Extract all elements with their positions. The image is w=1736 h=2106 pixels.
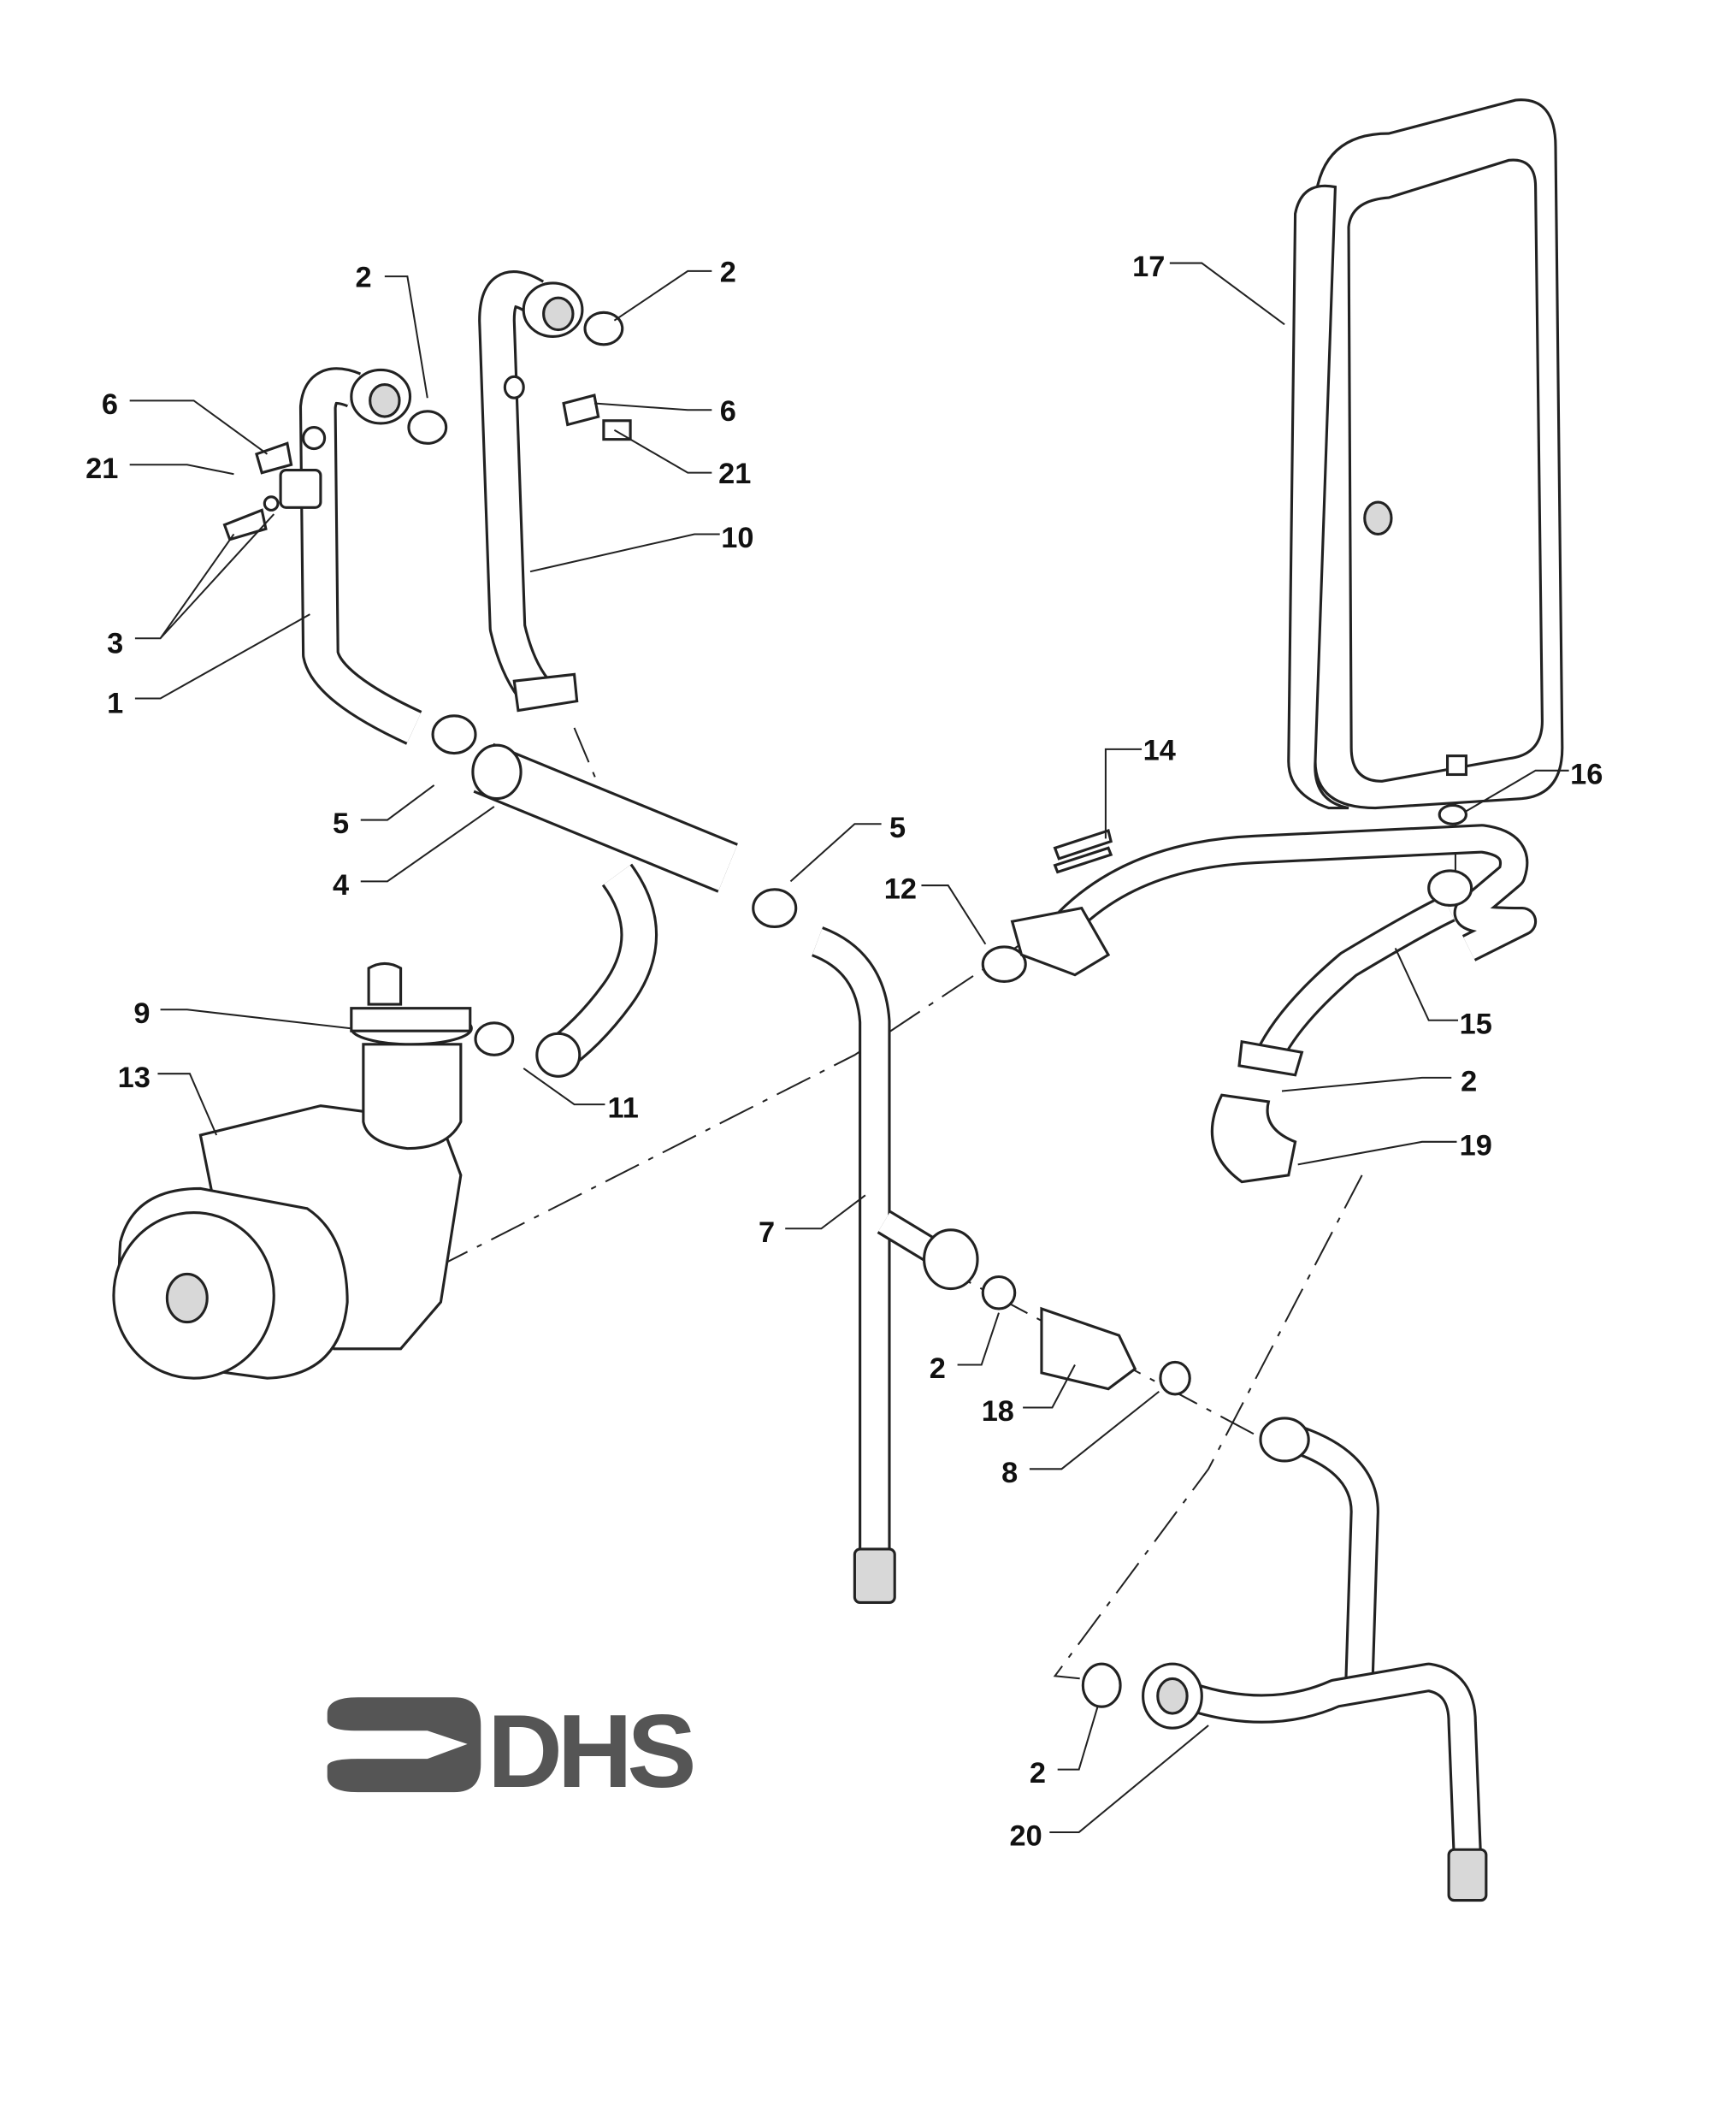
expansion-vessel bbox=[1287, 98, 1564, 810]
callout-5: 5 bbox=[889, 812, 906, 844]
callout-2: 2 bbox=[930, 1352, 946, 1385]
pipes bbox=[298, 270, 1538, 1895]
callout-9: 9 bbox=[133, 997, 150, 1030]
pipe-inner bbox=[474, 745, 737, 890]
pipe-inner bbox=[1184, 1665, 1481, 1895]
callout-3: 3 bbox=[107, 627, 123, 660]
pipe-inner bbox=[1257, 896, 1455, 1063]
callout-labels: 2 2 6 21 3 1 6 21 10 17 14 16 5 4 5 12 9… bbox=[86, 251, 1603, 1852]
callout-11: 11 bbox=[608, 1092, 639, 1125]
leader-lines bbox=[129, 262, 1569, 1833]
callout-2: 2 bbox=[1030, 1757, 1046, 1790]
callout-6: 6 bbox=[102, 388, 118, 421]
callout-2: 2 bbox=[356, 262, 372, 294]
callout-7: 7 bbox=[759, 1216, 775, 1249]
pipe-inner bbox=[1281, 1423, 1377, 1681]
callout-1: 1 bbox=[107, 688, 123, 720]
callout-16: 16 bbox=[1570, 758, 1603, 790]
logo-text: DHS bbox=[487, 1693, 693, 1809]
callout-8: 8 bbox=[1001, 1457, 1018, 1489]
pipe-inner bbox=[481, 273, 553, 709]
callout-19: 19 bbox=[1460, 1129, 1492, 1162]
callout-4: 4 bbox=[333, 869, 349, 902]
pipe-inner bbox=[302, 370, 422, 742]
alignment-lines bbox=[434, 727, 1456, 1681]
pipe-inner bbox=[812, 929, 889, 1592]
pump-assembly bbox=[112, 961, 473, 1380]
callout-21: 21 bbox=[718, 458, 751, 490]
callout-17: 17 bbox=[1132, 251, 1165, 283]
pipe-inner bbox=[545, 865, 655, 1071]
callout-5: 5 bbox=[333, 807, 349, 840]
callout-6: 6 bbox=[720, 395, 736, 428]
callout-18: 18 bbox=[982, 1395, 1014, 1428]
fittings bbox=[222, 281, 1488, 1902]
callout-20: 20 bbox=[1009, 1820, 1042, 1853]
callout-2: 2 bbox=[1461, 1065, 1477, 1097]
callout-21: 21 bbox=[86, 453, 118, 485]
callout-2: 2 bbox=[720, 256, 736, 288]
pipe-inner bbox=[1060, 826, 1535, 960]
dhs-logo: DHS bbox=[327, 1693, 699, 1809]
callout-14: 14 bbox=[1143, 734, 1176, 766]
callout-13: 13 bbox=[118, 1062, 151, 1094]
callout-12: 12 bbox=[884, 873, 917, 906]
callout-15: 15 bbox=[1460, 1008, 1492, 1040]
callout-10: 10 bbox=[721, 522, 753, 554]
